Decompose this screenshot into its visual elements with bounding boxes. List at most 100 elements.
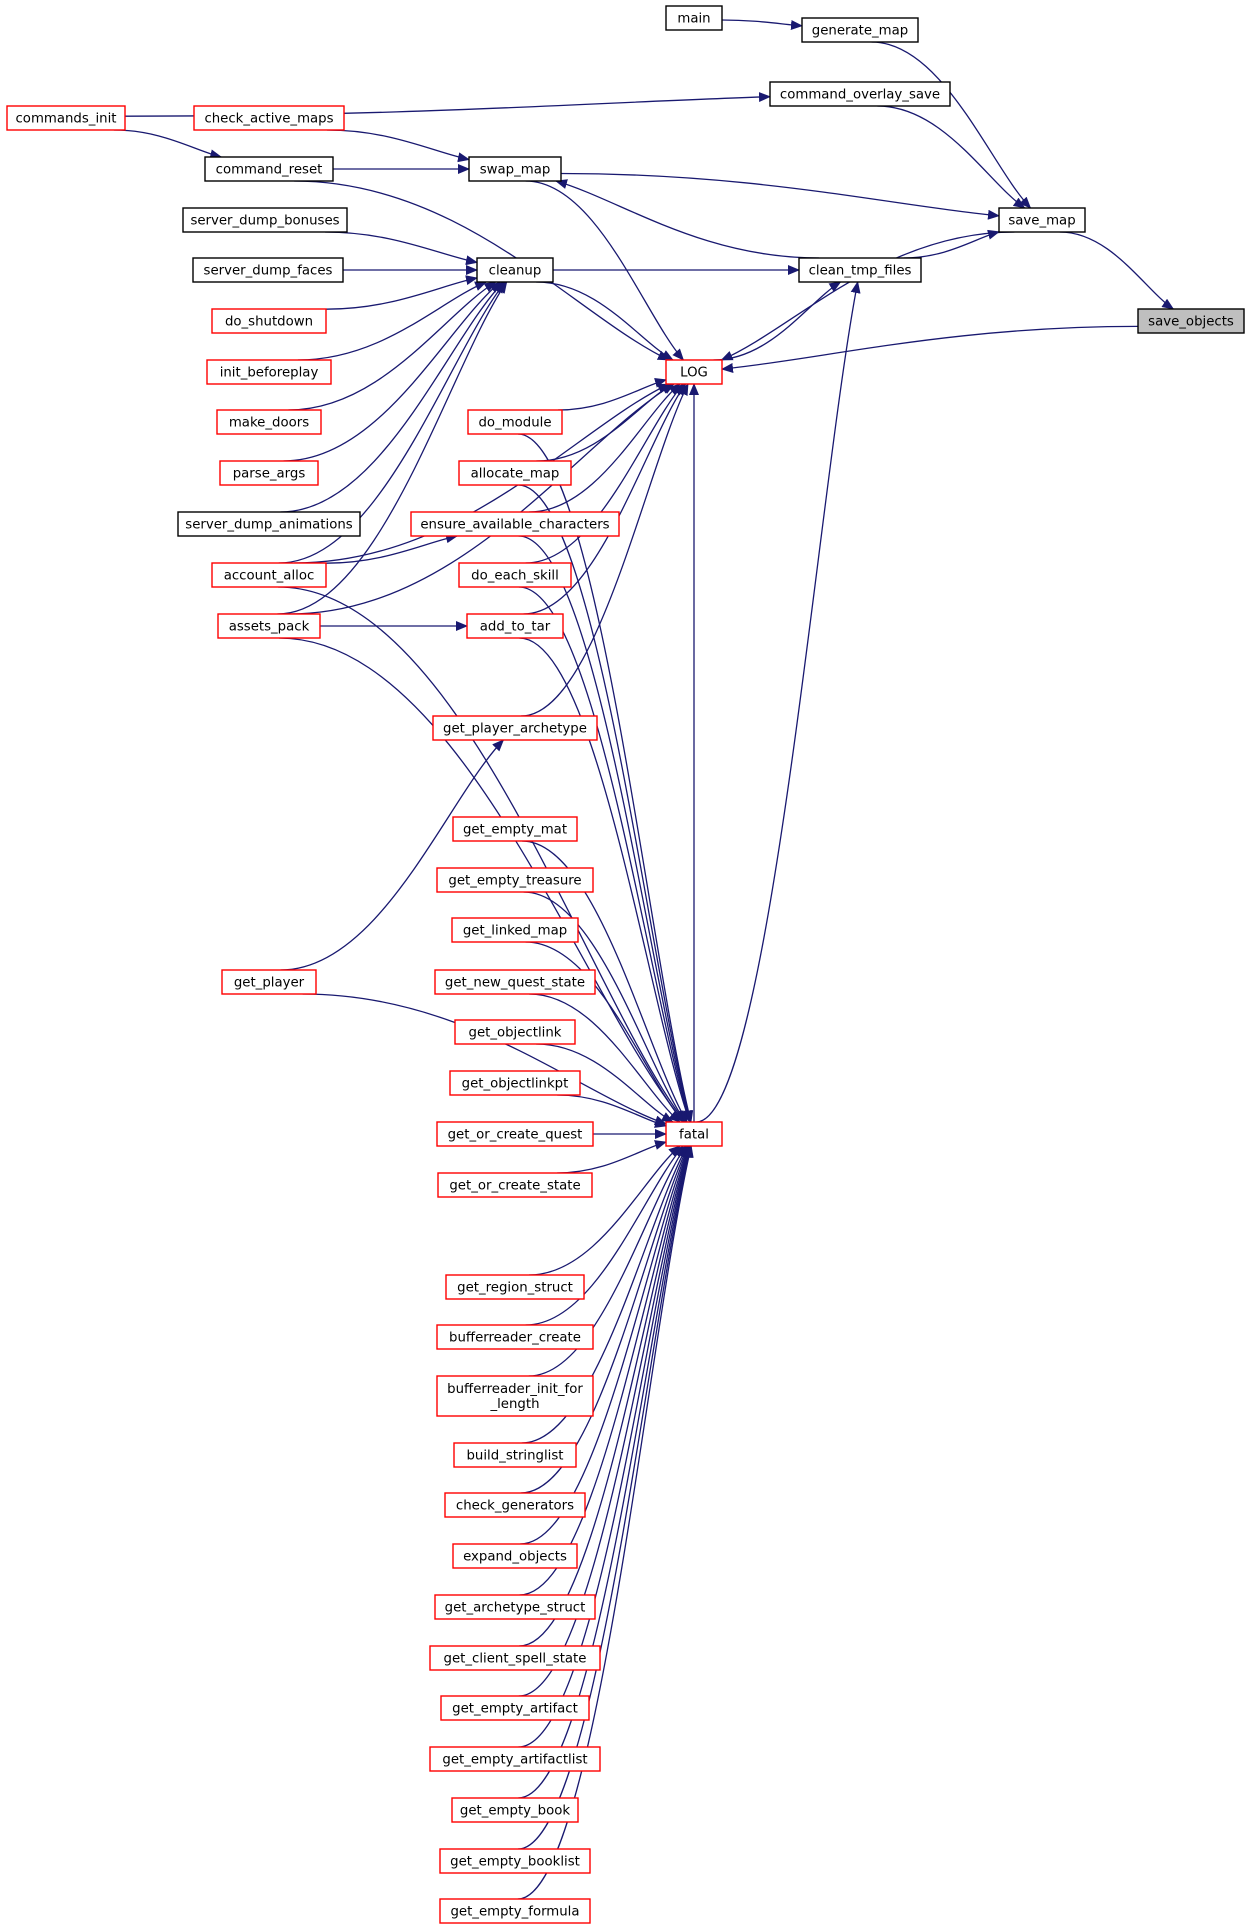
node-box — [451, 1797, 579, 1823]
edge-swap_map-to-LOG — [525, 180, 685, 361]
node-build-stringlist[interactable]: build_stringlist — [453, 1442, 577, 1468]
node-label: main — [677, 12, 710, 27]
node-box — [452, 816, 578, 842]
node-get-empty-artifact[interactable]: get_empty_artifact — [440, 1695, 590, 1721]
edge-line — [557, 377, 667, 411]
node-account-alloc[interactable]: account_alloc — [211, 562, 327, 588]
node-check-generators[interactable]: check_generators — [444, 1492, 586, 1518]
node-get-or-create-quest[interactable]: get_or_create_quest — [436, 1121, 594, 1147]
edge-line — [278, 281, 506, 564]
node-box — [436, 1324, 594, 1350]
node-do-shutdown[interactable]: do_shutdown — [211, 308, 327, 334]
node-generate-map[interactable]: generate_map — [801, 17, 919, 43]
node-box — [216, 409, 322, 435]
node-get-empty-artifactlist[interactable]: get_empty_artifactlist — [429, 1746, 601, 1772]
node-check-active-maps[interactable]: check_active_maps — [193, 105, 345, 131]
edge-main-to-generate_map — [721, 19, 803, 31]
node-box — [410, 511, 620, 537]
edge-add_to_tar-to-fatal — [519, 637, 691, 1123]
node-box — [429, 1645, 601, 1671]
node-label: get_or_create_quest — [448, 1128, 583, 1143]
node-get-empty-mat[interactable]: get_empty_mat — [452, 816, 578, 842]
node-server-dump-bonuses[interactable]: server_dump_bonuses — [182, 207, 348, 233]
edge-do_each_skill-to-LOG — [525, 383, 685, 564]
edge-get_player-to-fatal — [302, 993, 667, 1125]
node-command-reset[interactable]: command_reset — [204, 156, 334, 182]
node-do-each-skill[interactable]: do_each_skill — [458, 562, 572, 588]
node-label: do_module — [478, 416, 551, 431]
node-get-player-archetype[interactable]: get_player_archetype — [432, 715, 598, 741]
node-box — [436, 867, 594, 893]
node-get-player[interactable]: get_player — [221, 969, 317, 995]
node-command-overlay-save[interactable]: command_overlay_save — [769, 81, 951, 107]
node-box — [458, 460, 572, 486]
node-label: check_generators — [456, 1499, 574, 1514]
node-server-dump-faces[interactable]: server_dump_faces — [192, 257, 344, 283]
node-get-objectlinkpt[interactable]: get_objectlinkpt — [449, 1070, 581, 1096]
edge-line — [525, 180, 685, 361]
node-assets-pack[interactable]: assets_pack — [217, 613, 321, 639]
node-allocate-map[interactable]: allocate_map — [458, 460, 572, 486]
node-save-objects[interactable]: save_objects — [1137, 308, 1245, 334]
node-label: get_empty_artifactlist — [442, 1753, 587, 1768]
node-label: get_empty_treasure — [448, 874, 581, 889]
node-bufferreader-init-for-length[interactable]: bufferreader_init_for_length — [436, 1375, 594, 1417]
edge-line — [560, 172, 1000, 220]
node-get-empty-booklist[interactable]: get_empty_booklist — [439, 1848, 591, 1874]
edge-get_archetype_struct-to-fatal — [519, 1145, 691, 1596]
edge-line — [324, 231, 478, 266]
node-get-empty-treasure[interactable]: get_empty_treasure — [436, 867, 594, 893]
node-main[interactable]: main — [665, 5, 723, 31]
node-bufferreader-create[interactable]: bufferreader_create — [436, 1324, 594, 1350]
edge-line — [529, 993, 681, 1123]
node-box — [476, 257, 554, 283]
node-clean-tmp-files[interactable]: clean_tmp_files — [798, 257, 922, 283]
edge-line — [721, 19, 803, 31]
node-get-new-quest-state[interactable]: get_new_quest_state — [434, 969, 596, 995]
node-swap-map[interactable]: swap_map — [468, 156, 562, 182]
node-get-empty-formula[interactable]: get_empty_formula — [439, 1898, 591, 1924]
node-server-dump-animations[interactable]: server_dump_animations — [177, 511, 361, 537]
edge-get_region_struct-to-fatal — [528, 1145, 681, 1276]
node-get-region-struct[interactable]: get_region_struct — [445, 1274, 585, 1300]
edge-do_shutdown-to-cleanup — [325, 275, 478, 310]
node-get-empty-book[interactable]: get_empty_book — [451, 1797, 579, 1823]
edge-do_module-to-fatal — [517, 433, 694, 1123]
node-expand-objects[interactable]: expand_objects — [452, 1543, 578, 1569]
node-parse-args[interactable]: parse_args — [219, 460, 319, 486]
node-init-beforeplay[interactable]: init_beforeplay — [206, 359, 332, 385]
node-LOG[interactable]: LOG — [665, 359, 723, 385]
node-label: commands_init — [16, 112, 117, 127]
edge-expand_objects-to-fatal — [520, 1145, 690, 1545]
node-fatal[interactable]: fatal — [665, 1121, 723, 1147]
edge-line — [294, 383, 670, 564]
edge-line — [713, 281, 842, 361]
node-cleanup[interactable]: cleanup — [476, 257, 554, 283]
node-label: account_alloc — [224, 569, 315, 584]
node-get-objectlink[interactable]: get_objectlink — [454, 1019, 576, 1045]
node-get-linked-map[interactable]: get_linked_map — [451, 917, 579, 943]
node-save-map[interactable]: save_map — [998, 207, 1086, 233]
edge-line — [525, 1145, 685, 1326]
node-box — [217, 613, 321, 639]
edge-bufferreader_create-to-fatal — [525, 1145, 685, 1326]
node-get-client-spell-state[interactable]: get_client_spell_state — [429, 1645, 601, 1671]
edge-do_each_skill-to-fatal — [518, 586, 692, 1123]
node-get-or-create-state[interactable]: get_or_create_state — [437, 1172, 593, 1198]
edge-account_alloc-to-fatal — [278, 586, 686, 1123]
node-box — [437, 1172, 593, 1198]
node-label: assets_pack — [229, 620, 310, 635]
node-do-module[interactable]: do_module — [467, 409, 563, 435]
node-box — [451, 917, 579, 943]
node-make-doors[interactable]: make_doors — [216, 409, 322, 435]
node-ensure-available-characters[interactable]: ensure_available_characters — [410, 511, 620, 537]
edge-line — [519, 1145, 691, 1596]
node-commands-init[interactable]: commands_init — [6, 105, 126, 131]
node-add-to-tar[interactable]: add_to_tar — [466, 613, 564, 639]
node-get-archetype-struct[interactable]: get_archetype_struct — [434, 1594, 596, 1620]
node-label: get_player_archetype — [443, 722, 587, 737]
edge-command_overlay_save-to-save_map — [877, 105, 1026, 209]
edge-line — [523, 891, 687, 1123]
edge-line — [326, 129, 470, 163]
node-box — [439, 1898, 591, 1924]
